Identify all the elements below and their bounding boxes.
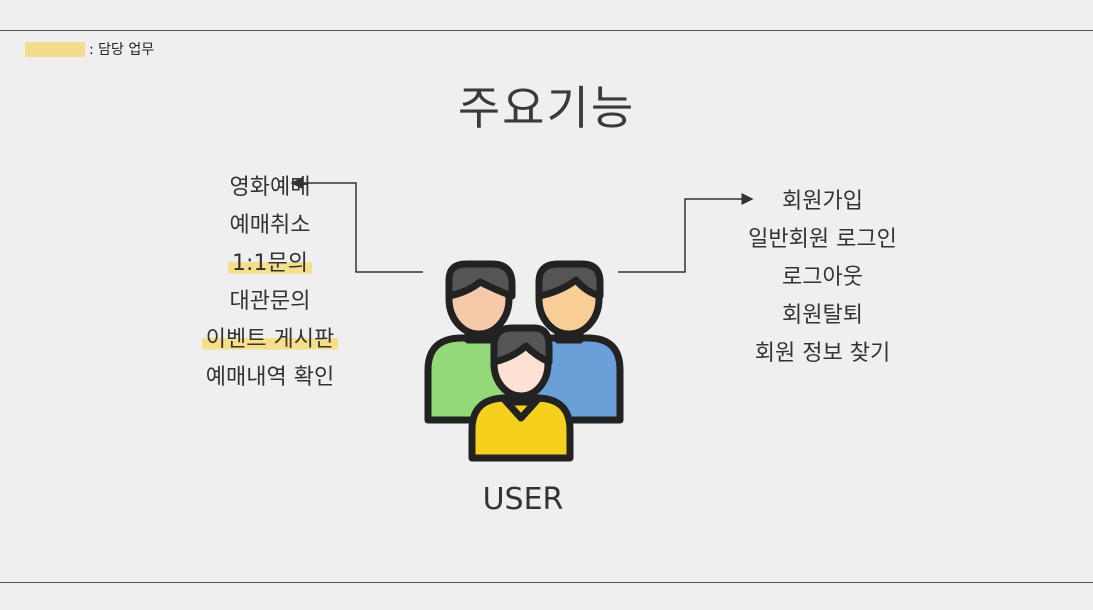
legend-label: : 담당 업무 — [89, 42, 155, 58]
users-group-icon — [424, 260, 624, 462]
legend-swatch — [25, 41, 85, 57]
user-label: USER — [482, 482, 564, 517]
legend: : 담당 업무 — [25, 40, 154, 58]
feature-item: 로그아웃 — [782, 265, 863, 290]
user-front-figure — [468, 324, 574, 462]
feature-item: 이벤트 게시판 — [140, 321, 400, 359]
bottom-divider — [0, 582, 1093, 583]
arrow-to-left-features — [290, 177, 423, 273]
top-divider — [0, 30, 1093, 31]
feature-item: 회원 정보 찾기 — [754, 341, 891, 366]
feature-item: 1:1문의 — [140, 245, 400, 283]
feature-label-highlighted: 이벤트 게시판 — [201, 327, 339, 352]
feature-label: 예매취소 — [229, 213, 311, 238]
right-feature-list: 회원가입 일반회원 로그인 로그아웃 회원탈퇴 회원 정보 찾기 — [700, 183, 945, 373]
page-title: 주요기능 — [457, 81, 636, 135]
left-feature-list: 영화예매 예매취소 1:1문의 대관문의 이벤트 게시판 예매내역 확인 — [140, 169, 400, 397]
user-right-figure — [514, 260, 624, 424]
feature-item: 대관문의 — [140, 283, 400, 321]
feature-item: 예매취소 — [140, 207, 400, 245]
feature-item: 회원탈퇴 — [782, 303, 863, 328]
arrow-to-right-features — [618, 193, 754, 273]
feature-item: 회원가입 — [782, 189, 863, 214]
feature-label: 예매내역 확인 — [205, 365, 335, 390]
feature-label-highlighted: 1:1문의 — [228, 251, 312, 276]
feature-label: 대관문의 — [229, 289, 311, 314]
feature-item: 예매내역 확인 — [140, 359, 400, 397]
feature-item: 일반회원 로그인 — [748, 227, 897, 252]
